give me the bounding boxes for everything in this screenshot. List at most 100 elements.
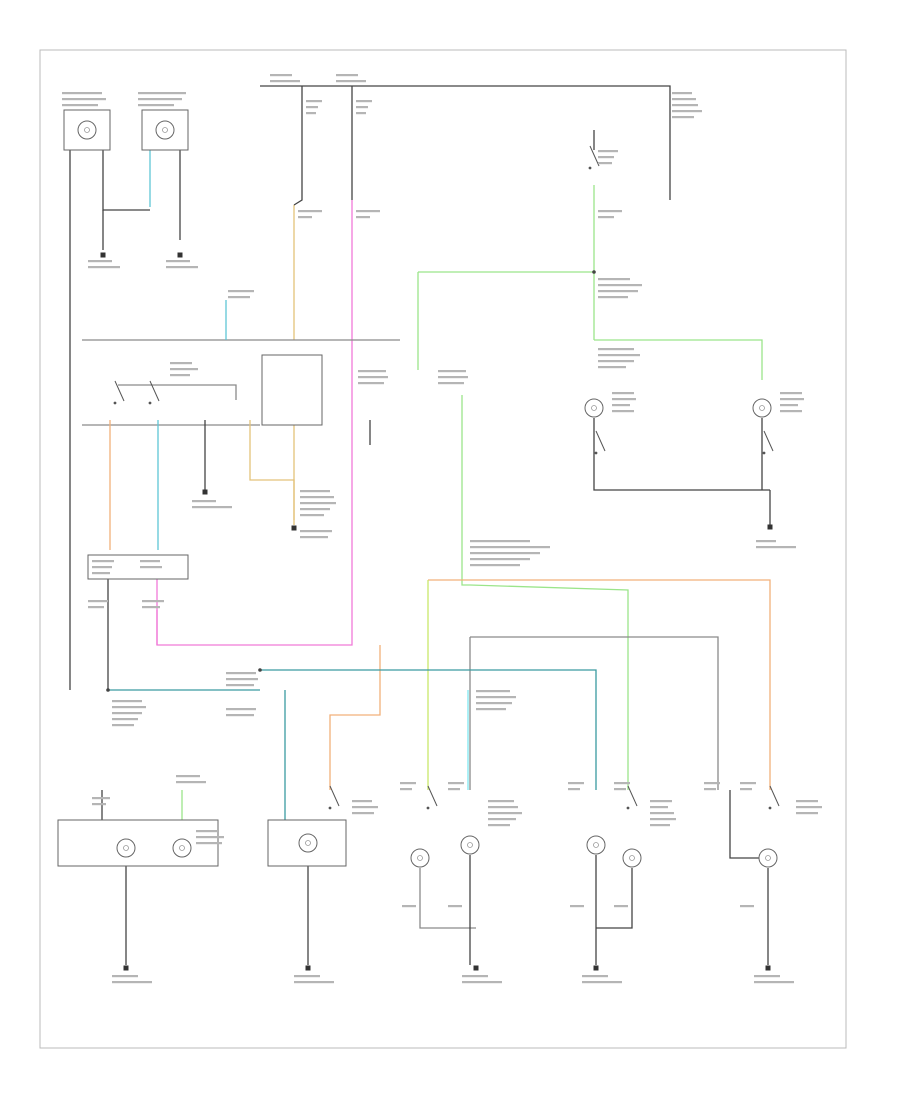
ground-block (123, 965, 129, 971)
label-line (358, 382, 384, 385)
label-line (356, 106, 368, 109)
label-line (796, 806, 822, 809)
switch-blade (149, 380, 160, 402)
lamp-filament (629, 855, 635, 861)
label-line (352, 812, 374, 815)
label-line (226, 672, 256, 675)
switch-icon (626, 785, 638, 810)
label-line (356, 216, 370, 219)
label-line (780, 392, 802, 395)
label-line (300, 514, 324, 517)
label-line (88, 266, 120, 269)
label-line (672, 92, 692, 95)
lamp-icon (298, 833, 318, 853)
switch-icon (762, 430, 774, 455)
ground-icon (291, 525, 297, 531)
ground-block (473, 965, 479, 971)
label-line (650, 812, 674, 815)
ground-block (291, 525, 297, 531)
lamp-icon (758, 848, 778, 868)
label-line (438, 376, 468, 379)
lamp-icon (584, 398, 604, 418)
label-line (488, 818, 516, 821)
lamp-icon (172, 838, 192, 858)
label-line (672, 110, 702, 113)
label-line (176, 781, 206, 784)
label-line (300, 496, 334, 499)
label-line (92, 560, 114, 563)
label-line (88, 600, 108, 603)
label-line (300, 530, 332, 533)
ground-block (767, 524, 773, 530)
lamp-bulb (116, 838, 136, 858)
label-line (306, 100, 322, 103)
wire (102, 150, 108, 211)
label-line (356, 100, 372, 103)
label-line (298, 216, 312, 219)
label-line (780, 410, 802, 413)
switch-icon (768, 785, 780, 810)
label-line (672, 104, 698, 107)
switch-icon (426, 785, 438, 810)
lamp-filament (162, 127, 168, 133)
wire (594, 339, 763, 380)
lamp-filament (759, 405, 765, 411)
component-box (57, 819, 219, 867)
label-line (740, 905, 754, 908)
label-line (650, 806, 668, 809)
switch-contact (594, 451, 598, 455)
label-line (488, 800, 514, 803)
label-line (796, 812, 818, 815)
label-line (170, 368, 198, 371)
label-line (112, 724, 134, 727)
label-line (358, 370, 386, 373)
switch-icon (594, 430, 606, 455)
ground-block (100, 252, 106, 258)
label-line (470, 540, 530, 543)
label-line (170, 374, 190, 377)
label-line (614, 905, 628, 908)
label-line (598, 360, 634, 363)
label-line (476, 690, 510, 693)
lamp-bulb (586, 835, 606, 855)
ground-icon (767, 524, 773, 530)
label-line (166, 266, 198, 269)
lamp-filament (305, 840, 311, 846)
label-line (598, 284, 642, 287)
label-line (336, 80, 366, 83)
label-line (92, 572, 110, 575)
label-line (582, 975, 608, 978)
label-line (88, 606, 104, 609)
wire (329, 645, 381, 790)
label-line (476, 696, 516, 699)
label-line (336, 74, 358, 77)
label-line (300, 508, 330, 511)
lamp-bulb (758, 848, 778, 868)
label-line (488, 812, 522, 815)
lamp-bulb (172, 838, 192, 858)
lamp-filament (467, 842, 473, 848)
ground-icon (177, 252, 183, 258)
label-line (300, 502, 336, 505)
label-line (672, 98, 696, 101)
label-line (598, 296, 628, 299)
splice-dot (592, 270, 596, 274)
lamp-icon (622, 848, 642, 868)
battery-bus-wire (260, 85, 671, 200)
label-line (196, 830, 218, 833)
label-line (754, 981, 794, 984)
label-line (796, 800, 818, 803)
lamp-bulb (752, 398, 772, 418)
wire (418, 271, 595, 340)
label-line (438, 370, 466, 373)
lamp-icon (586, 835, 606, 855)
label-line (92, 797, 110, 800)
label-line (756, 546, 796, 549)
label-line (62, 92, 102, 95)
lamp-icon (460, 835, 480, 855)
label-line (352, 800, 372, 803)
ground-icon (305, 965, 311, 971)
switch-contact (148, 401, 152, 405)
lamp-icon (116, 838, 136, 858)
lamp-filament (593, 842, 599, 848)
